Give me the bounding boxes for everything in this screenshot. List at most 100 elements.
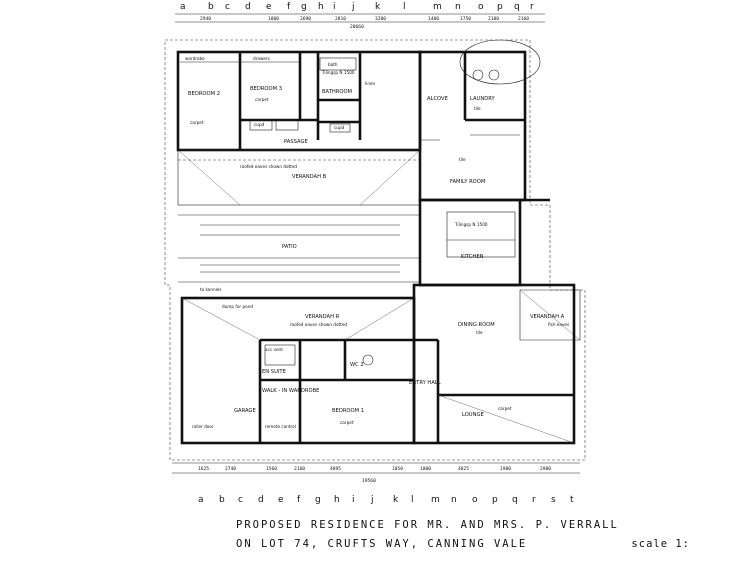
east-wing [418, 39, 541, 202]
dim-label: 2100 [488, 16, 499, 22]
grid-letter-bottom: m [431, 495, 440, 505]
note-acc-vent: acc vent [265, 347, 283, 352]
dim-label: 1980 [500, 466, 511, 472]
grid-letter-bottom: b [219, 495, 225, 505]
note-roller-door: roller door [192, 424, 214, 429]
dim-label: 1625 [198, 466, 209, 472]
grid-letter-top: i [333, 2, 336, 12]
grid-letter-top: d [245, 2, 251, 12]
grid-letter-top: b [208, 2, 214, 12]
drawing-title-line2: ON LOT 74, CRUFTS WAY, CANNING VALE [236, 538, 527, 550]
note-tile: tile [459, 157, 466, 162]
living-block [412, 283, 576, 445]
room-bedroom3: BEDROOM 3 [250, 86, 282, 92]
grid-letter-top: l [403, 2, 406, 12]
grid-letter-bottom: l [411, 495, 414, 505]
grid-letter-top: c [225, 2, 230, 12]
dim-label: 1400 [428, 16, 439, 22]
note-wardrobe: wardrobe [185, 56, 205, 61]
dim-label: 1560 [266, 466, 277, 472]
grid-letter-top: r [530, 2, 534, 12]
grid-letter-bottom: t [570, 495, 574, 505]
room-wc: WC 2 [350, 362, 364, 368]
room-bedroom2: BEDROOM 2 [188, 91, 220, 97]
room-bathroom: BATHROOM [322, 89, 352, 95]
room-laundry: LAUNDRY [470, 96, 496, 102]
note-cupd: cupd [254, 122, 265, 127]
dim-label: 1750 [460, 16, 471, 22]
room-verandah-r: VERANDAH R [305, 314, 340, 320]
note-carpet: carpet [498, 406, 512, 411]
room-verandah-a: VERANDAH A [530, 314, 565, 320]
note-tile: tile [476, 330, 483, 335]
grid-letter-bottom: s [551, 495, 556, 505]
grid-letter-bottom: e [278, 495, 284, 505]
room-entry-hall: ENTRY HALL [409, 380, 441, 386]
note-linen: linen [365, 81, 376, 86]
grid-letter-bottom: g [315, 495, 321, 505]
dim-label: 2160 [294, 466, 305, 472]
note-cupd: cupd [334, 125, 345, 130]
dim-label: 1800 [420, 466, 431, 472]
top-grid-letters: a b c d e f g h i j k l m n o p q r [180, 2, 534, 12]
dim-label: 2810 [335, 16, 346, 22]
grid-letter-bottom: n [451, 495, 457, 505]
north-wing [176, 50, 422, 152]
grid-letter-top: m [433, 2, 442, 12]
dim-label: 4825 [458, 466, 469, 472]
patio [178, 214, 420, 283]
dim-label: 2740 [225, 466, 236, 472]
room-passage: PASSAGE [284, 139, 308, 145]
note-tiling: Tilingsp N 1500 [321, 70, 355, 75]
room-patio: PATIO [282, 244, 297, 250]
grid-letter-top: k [375, 2, 381, 12]
room-dining: DINING ROOM [458, 322, 495, 328]
dim-label: 2690 [300, 16, 311, 22]
note-tile: tile [474, 106, 481, 111]
dim-label: 2940 [200, 16, 211, 22]
grid-letter-top: q [514, 2, 520, 12]
note-fish-eaves: fish eaves [548, 322, 569, 327]
dim-label: 3200 [375, 16, 386, 22]
eaves-outline [164, 39, 586, 461]
note-drawers: drawers [253, 56, 270, 61]
note-bath: bath [328, 62, 338, 67]
note-to-kennels: to kennels [200, 287, 222, 292]
top-dimensions: 2940 1800 2690 2810 3200 1400 1750 2100 … [175, 13, 545, 30]
grid-letter-bottom: c [238, 495, 243, 505]
grid-letter-top: j [351, 2, 355, 12]
dim-label: 1800 [268, 16, 279, 22]
grid-letter-bottom: f [297, 495, 301, 505]
kitchen-block [418, 198, 550, 287]
grid-letter-bottom: p [492, 495, 498, 505]
grid-letter-bottom: a [198, 495, 204, 505]
grid-letter-top: g [301, 2, 307, 12]
grid-letter-top: p [497, 2, 503, 12]
grid-letter-top: e [266, 2, 272, 12]
room-lounge: LOUNGE [462, 412, 484, 418]
dim-label: 2980 [540, 466, 551, 472]
note-dump-pond: dump for pond [222, 304, 253, 309]
grid-letter-bottom: i [352, 495, 355, 505]
dim-label: 2160 [518, 16, 529, 22]
grid-letter-bottom: k [393, 495, 399, 505]
dim-label-total: 19560 [362, 478, 376, 484]
room-family: FAMILY ROOM [450, 179, 485, 185]
room-walk-in-wardrobe: WALK - IN WARDROBE [262, 388, 319, 394]
drawing-scale: scale 1: [631, 538, 690, 550]
room-garage: GARAGE [234, 408, 256, 414]
grid-letter-top: n [455, 2, 461, 12]
grid-letter-bottom: q [512, 495, 518, 505]
grid-letter-top: a [180, 2, 186, 12]
room-bedroom1: BEDROOM 1 [332, 408, 364, 414]
drawing-title-line1: PROPOSED RESIDENCE FOR MR. AND MRS. P. V… [236, 519, 619, 531]
dim-label-total: 20660 [350, 24, 364, 30]
grid-letter-bottom: o [472, 495, 478, 505]
note-roofed-eaves: roofed eaves shown dotted [240, 164, 297, 169]
bottom-grid-letters: a b c d e f g h i j k l m n o p q r s t [198, 495, 574, 505]
verandah-a [519, 289, 581, 341]
south-wing [180, 296, 416, 445]
grid-letter-top: o [478, 2, 484, 12]
grid-letter-bottom: d [258, 495, 264, 505]
